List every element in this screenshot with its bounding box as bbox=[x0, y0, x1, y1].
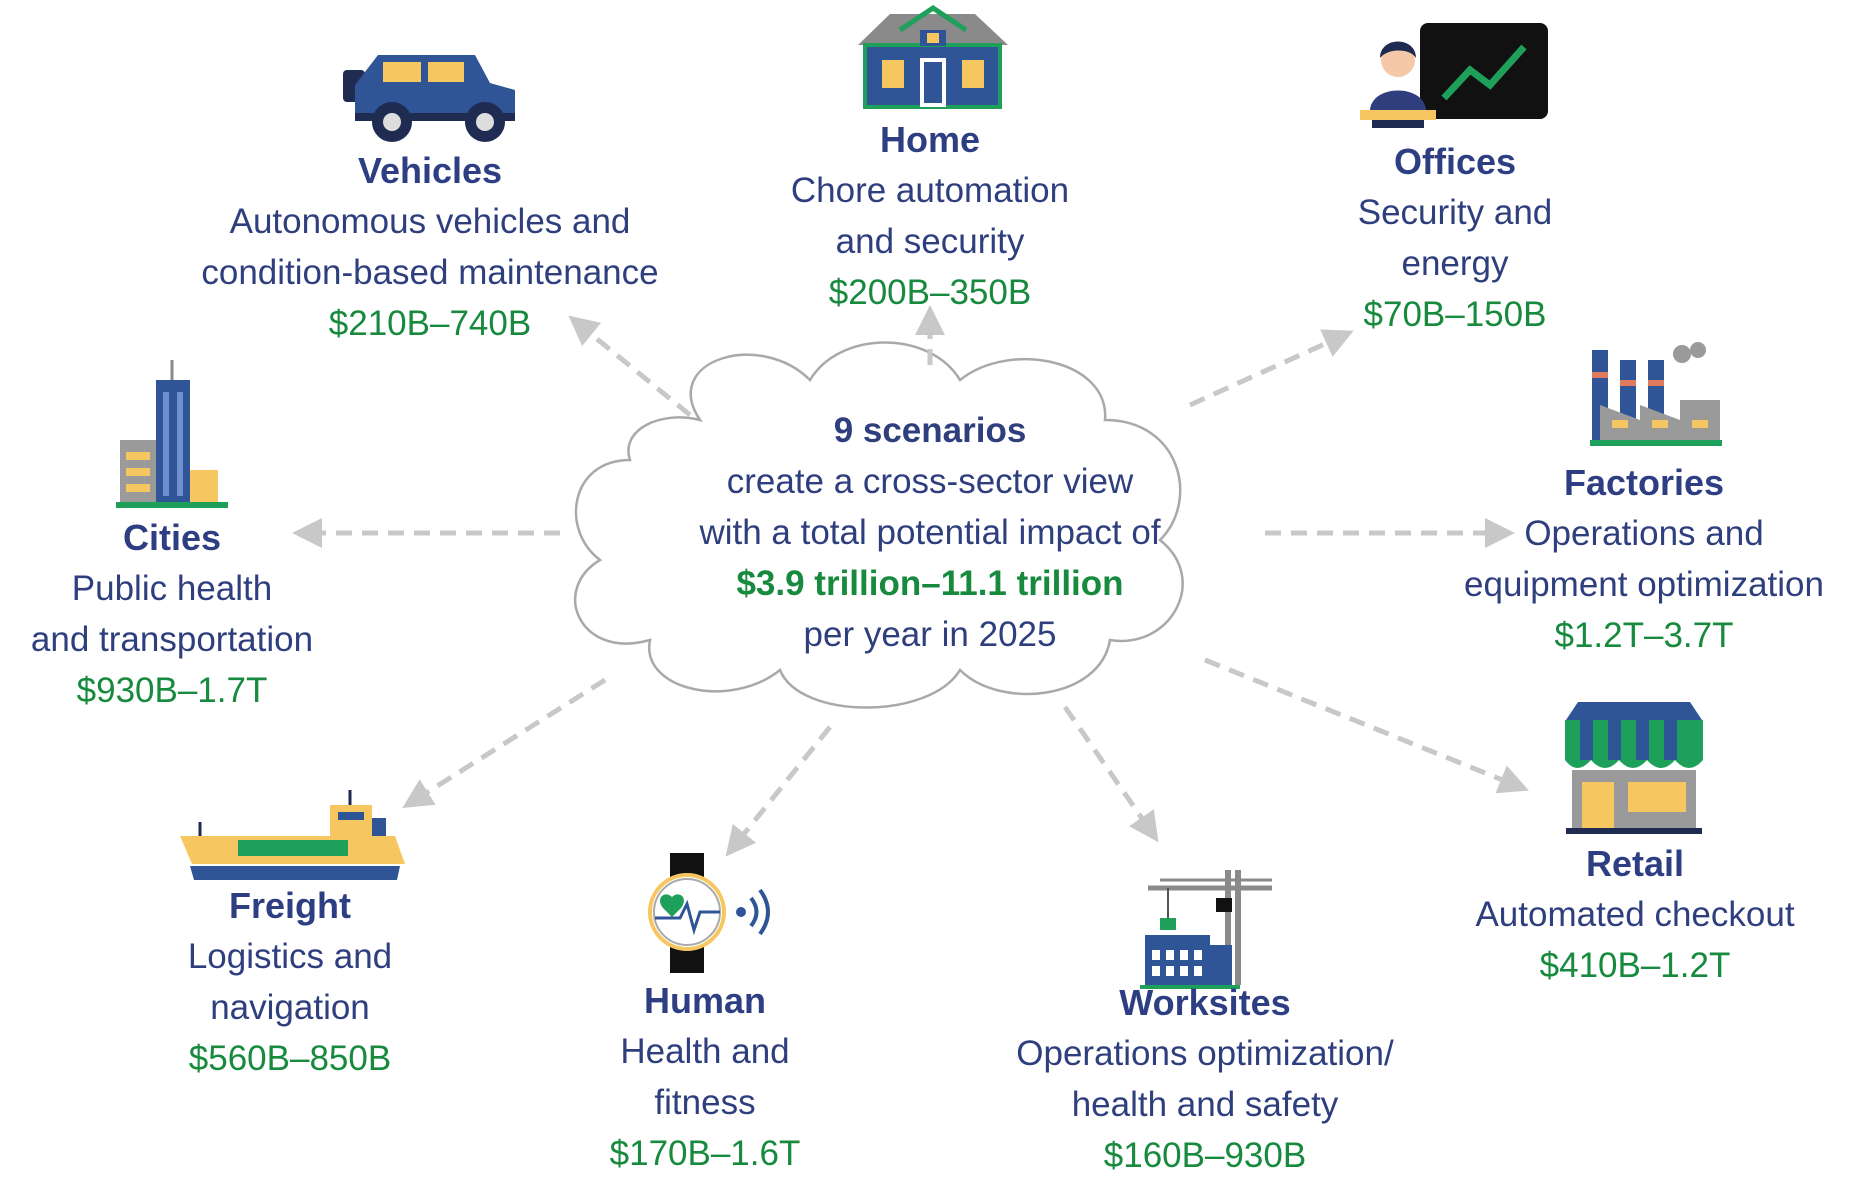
sector-description: and security bbox=[835, 222, 1025, 261]
sector-value-range: $210B–740B bbox=[328, 304, 532, 343]
sector-title: Worksites bbox=[1119, 982, 1291, 1023]
smartwatch-heart-icon bbox=[648, 853, 770, 973]
sector-retail: Retail Automated checkout $410B–1.2T bbox=[1420, 838, 1850, 991]
center-line-1: create a cross-sector view bbox=[726, 462, 1134, 501]
center-summary: 9 scenarios create a cross-sector view w… bbox=[600, 405, 1260, 660]
sector-description: health and safety bbox=[1071, 1085, 1339, 1124]
sector-title: Retail bbox=[1585, 843, 1685, 884]
sector-description: Logistics and bbox=[187, 937, 393, 976]
crane-icon bbox=[1140, 870, 1272, 989]
sector-title: Human bbox=[643, 980, 766, 1021]
arrow-to-worksites bbox=[1062, 705, 1159, 843]
factory-icon bbox=[1590, 342, 1722, 446]
arrows bbox=[292, 305, 1529, 857]
sector-description: energy bbox=[1401, 244, 1509, 283]
center-line-3: per year in 2025 bbox=[803, 615, 1057, 654]
sector-title: Offices bbox=[1393, 141, 1517, 182]
sector-human: Human Health and fitness $170B–1.6T bbox=[560, 975, 850, 1179]
sector-description: fitness bbox=[654, 1083, 756, 1122]
center-line-2: with a total potential impact of bbox=[699, 513, 1161, 552]
presenter-chart-icon bbox=[1360, 23, 1548, 128]
house-icon bbox=[858, 4, 1008, 109]
sector-description: Public health bbox=[71, 569, 273, 608]
sector-description: equipment optimization bbox=[1464, 565, 1824, 604]
car-icon bbox=[343, 55, 515, 142]
center-cloud bbox=[573, 341, 1184, 709]
sector-title: Freight bbox=[229, 885, 351, 926]
sector-title: Home bbox=[879, 119, 981, 160]
arrow-to-offices bbox=[1188, 329, 1354, 408]
sector-worksites: Worksites Operations optimization/ healt… bbox=[960, 977, 1450, 1181]
sector-value-range: $930B–1.7T bbox=[76, 671, 268, 710]
sector-description: Chore automation bbox=[790, 171, 1070, 210]
sector-offices: Offices Security and energy $70B–150B bbox=[1255, 136, 1655, 340]
sector-description: Automated checkout bbox=[1475, 895, 1795, 934]
sector-description: Health and bbox=[620, 1032, 790, 1071]
sector-description: Autonomous vehicles and bbox=[229, 202, 631, 241]
center-lead: 9 scenarios bbox=[833, 411, 1027, 450]
arrow-to-vehicles bbox=[568, 315, 692, 417]
arrow-to-retail bbox=[1204, 657, 1529, 794]
sector-title: Cities bbox=[122, 517, 222, 558]
sector-value-range: $200B–350B bbox=[828, 273, 1032, 312]
sector-cities: Cities Public health and transportation … bbox=[4, 512, 340, 716]
sector-value-range: $170B–1.6T bbox=[609, 1134, 801, 1173]
sector-factories: Factories Operations and equipment optim… bbox=[1426, 457, 1862, 661]
sector-description: condition-based maintenance bbox=[201, 253, 659, 292]
sector-value-range: $1.2T–3.7T bbox=[1554, 616, 1734, 655]
sector-home: Home Chore automation and security $200B… bbox=[730, 114, 1130, 318]
sector-value-range: $560B–850B bbox=[188, 1039, 392, 1078]
sector-freight: Freight Logistics and navigation $560B–8… bbox=[150, 880, 430, 1084]
sector-description: Operations optimization/ bbox=[1016, 1034, 1394, 1073]
cargo-ship-icon bbox=[180, 790, 405, 880]
sector-description: and transportation bbox=[30, 620, 314, 659]
sector-title: Factories bbox=[1563, 462, 1725, 503]
sector-description: Security and bbox=[1357, 193, 1553, 232]
center-total-impact: $3.9 trillion–11.1 trillion bbox=[736, 564, 1124, 603]
arrow-to-human bbox=[725, 725, 832, 857]
storefront-icon bbox=[1565, 702, 1703, 834]
sector-value-range: $70B–150B bbox=[1363, 295, 1547, 334]
sector-value-range: $410B–1.2T bbox=[1539, 946, 1731, 985]
sector-value-range: $160B–930B bbox=[1103, 1136, 1307, 1175]
sector-vehicles: Vehicles Autonomous vehicles and conditi… bbox=[160, 145, 700, 349]
city-buildings-icon bbox=[116, 360, 228, 508]
sector-title: Vehicles bbox=[357, 150, 503, 191]
sector-description: Operations and bbox=[1524, 514, 1764, 553]
arrow-to-freight bbox=[402, 677, 607, 809]
sector-description: navigation bbox=[210, 988, 370, 1027]
